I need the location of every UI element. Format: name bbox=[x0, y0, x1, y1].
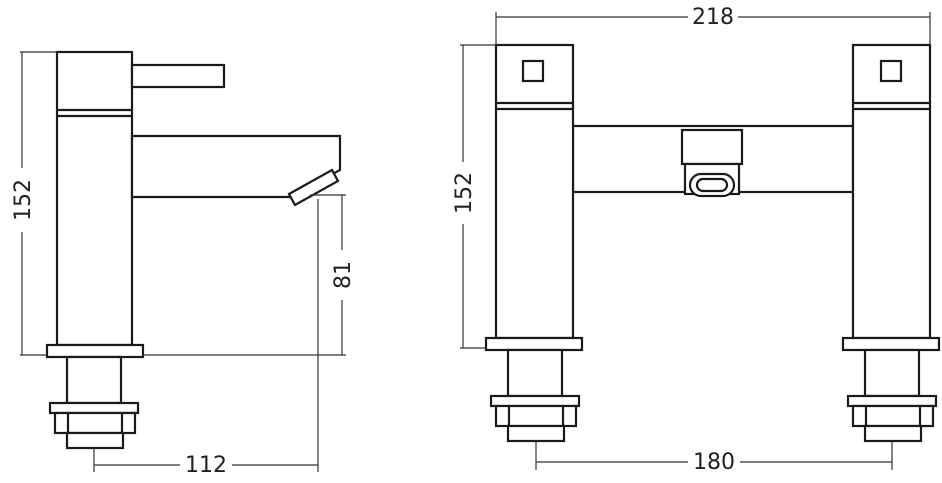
right-shank bbox=[863, 348, 921, 398]
dimension-spout-height: 81 bbox=[143, 194, 356, 356]
right-handle-square-icon bbox=[879, 59, 903, 83]
dimension-reach: 112 bbox=[93, 199, 319, 478]
right-column bbox=[851, 43, 932, 340]
left-tail-end bbox=[506, 424, 566, 443]
spout-block bbox=[680, 128, 744, 166]
left-shank bbox=[506, 348, 564, 398]
base-plate bbox=[45, 343, 145, 359]
dimension-label-218: 218 bbox=[692, 5, 734, 30]
left-washer bbox=[489, 394, 581, 408]
shank bbox=[65, 355, 123, 405]
tap-body bbox=[55, 50, 134, 347]
dimension-label-152-left: 152 bbox=[11, 179, 36, 221]
dimension-height-left: 152 bbox=[11, 51, 57, 356]
dimension-label-81: 81 bbox=[331, 261, 356, 289]
dimension-width: 218 bbox=[495, 5, 931, 45]
aerator bbox=[287, 168, 340, 207]
right-washer bbox=[846, 394, 938, 408]
dimension-label-180: 180 bbox=[693, 450, 735, 475]
basin-tap-side-view bbox=[45, 50, 342, 450]
dimension-height-right: 152 bbox=[452, 44, 496, 349]
left-column bbox=[494, 43, 575, 340]
left-base-plate bbox=[484, 336, 584, 352]
dimension-centres: 180 bbox=[535, 441, 893, 475]
tail-end bbox=[65, 431, 125, 450]
aerator-inner bbox=[695, 177, 729, 193]
lever-handle bbox=[130, 63, 226, 89]
washer bbox=[48, 401, 140, 415]
dimension-label-112: 112 bbox=[185, 453, 227, 478]
dimension-label-152-right: 152 bbox=[452, 172, 477, 214]
right-tail-end bbox=[863, 424, 923, 443]
bath-filler-front-view bbox=[484, 43, 941, 443]
left-handle-square-icon bbox=[521, 59, 545, 83]
right-base-plate bbox=[841, 336, 941, 352]
